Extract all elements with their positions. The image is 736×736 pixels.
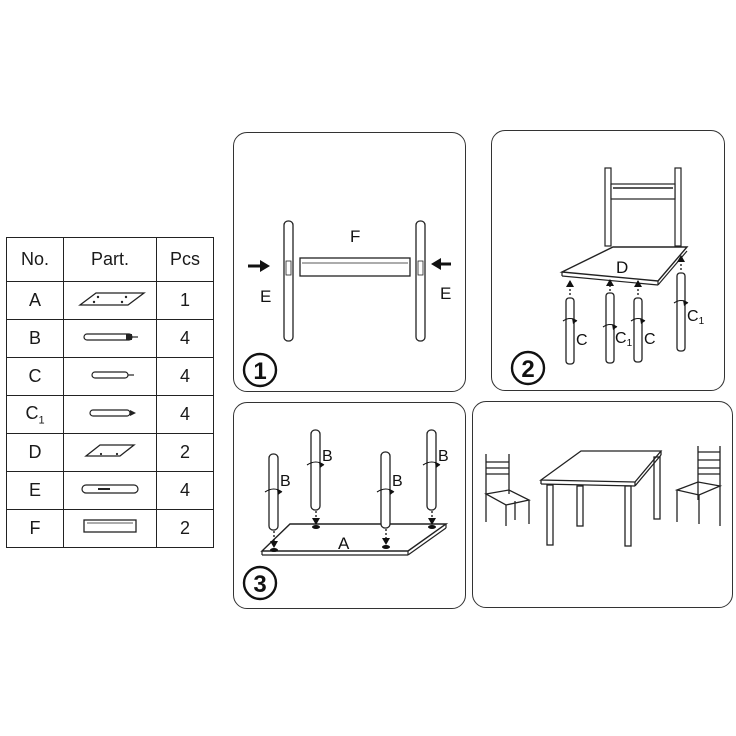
backrest-post-icon (81, 484, 139, 494)
label-c-2: C (644, 331, 656, 348)
chair-back-frame (604, 167, 682, 247)
header-part: Part. (63, 237, 157, 282)
part-pcs: 4 (156, 471, 214, 510)
label-c1-1: C1 (615, 330, 633, 349)
table-row: C 4 (6, 357, 214, 396)
table-leg-1 (264, 453, 283, 548)
label-f: F (350, 227, 360, 246)
header-pcs: Pcs (156, 237, 214, 282)
part-image (63, 319, 157, 358)
label-d: D (616, 258, 628, 277)
part-pcs: 2 (156, 433, 214, 472)
part-no: C1 (6, 395, 64, 434)
step-number-badge: 3 (242, 565, 278, 601)
left-chair (484, 454, 531, 526)
chair-leg-2 (602, 279, 618, 364)
part-no: E (6, 471, 64, 510)
label-b-1: B (280, 473, 291, 490)
part-image (63, 509, 157, 548)
table-row: C1 4 (6, 395, 214, 434)
label-e-left: E (260, 287, 271, 306)
table-leg-2 (306, 429, 325, 525)
seat-board (559, 246, 689, 286)
svg-text:C1: C1 (687, 308, 705, 327)
label-e-right: E (440, 284, 451, 303)
part-no: F (6, 509, 64, 548)
part-image (63, 433, 157, 472)
table-header-row: No. Part. Pcs (6, 237, 214, 282)
right-chair (674, 446, 723, 526)
part-pcs: 1 (156, 281, 214, 320)
table-row: D 2 (6, 433, 214, 472)
part-pcs: 2 (156, 509, 214, 548)
part-image (63, 281, 157, 320)
label-b-4: B (438, 448, 449, 465)
svg-text:C1: C1 (615, 330, 633, 349)
arrow-right-icon (431, 258, 451, 270)
part-no: C (6, 357, 64, 396)
tabletop (260, 523, 449, 556)
step-number-badge: 1 (242, 352, 278, 388)
table-leg-4 (422, 429, 441, 525)
step-number: 2 (521, 356, 534, 383)
finished-table-and-chairs-icon (484, 446, 723, 547)
backrest-post-right (415, 220, 426, 342)
backrest-panel (299, 257, 411, 277)
part-pcs: 4 (156, 319, 214, 358)
result-panel (472, 401, 733, 608)
chair-leg-icon (91, 371, 134, 379)
label-c1-2: C1 (687, 308, 705, 327)
label-c-1: C (576, 332, 588, 349)
part-image (63, 357, 157, 396)
backrest-panel-icon (83, 519, 137, 533)
chair-leg-4 (673, 255, 689, 352)
table (539, 450, 663, 547)
table-row: A 1 (6, 281, 214, 320)
table-row: E 4 (6, 471, 214, 510)
step-2-panel: D C C (491, 130, 725, 391)
step-number: 3 (253, 571, 266, 598)
header-no: No. (6, 237, 64, 282)
chair-leg-3 (630, 280, 646, 363)
label-a: A (338, 534, 350, 553)
step-number: 1 (253, 358, 266, 385)
label-b-2: B (322, 448, 333, 465)
table-leg-icon (83, 333, 138, 341)
part-pcs: 4 (156, 357, 214, 396)
arrow-left-icon (248, 260, 270, 272)
part-pcs: 4 (156, 395, 214, 434)
label-b-3: B (392, 473, 403, 490)
step-3-panel: A B B B (233, 402, 466, 609)
backrest-post-left (283, 220, 294, 342)
table-row: F 2 (6, 509, 214, 548)
part-no: A (6, 281, 64, 320)
table-leg-3 (376, 451, 395, 545)
part-image (63, 471, 157, 510)
step-1-panel: E E F 1 (233, 132, 466, 392)
part-image (63, 395, 157, 434)
step-number-badge: 2 (510, 350, 546, 386)
part-no: D (6, 433, 64, 472)
part-no: B (6, 319, 64, 358)
parts-table: No. Part. Pcs A 1 B 4 C 4 C1 4 D 2 (6, 237, 214, 548)
tabletop-icon (78, 292, 146, 306)
chair-leg-1 (562, 280, 578, 365)
chair-back-leg-icon (89, 409, 136, 417)
seat-board-icon (84, 444, 136, 457)
table-row: B 4 (6, 319, 214, 358)
